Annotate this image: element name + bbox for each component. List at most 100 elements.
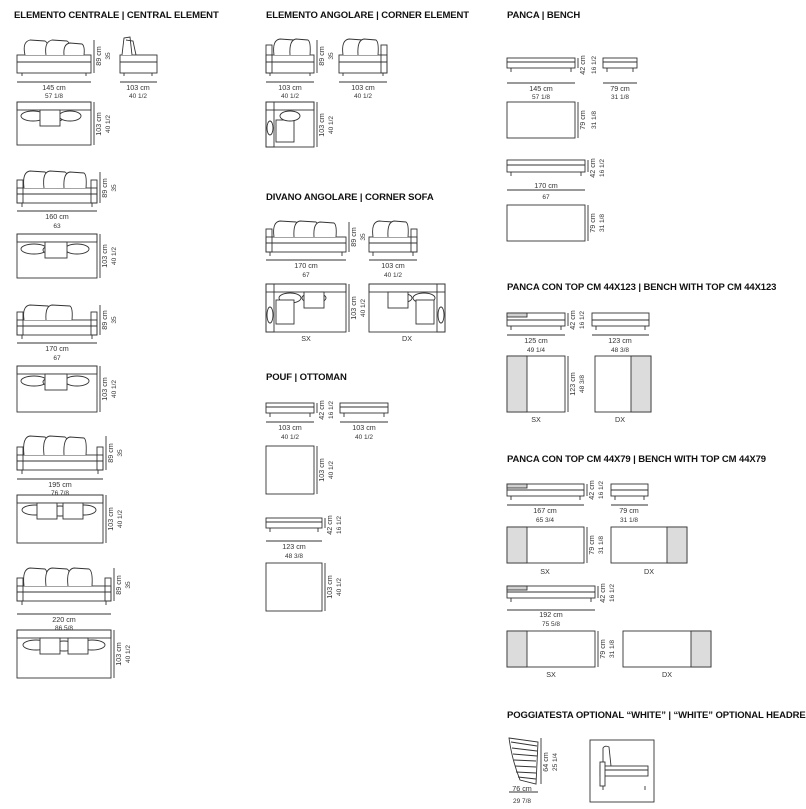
ottoman-103-plan [265,445,318,495]
dim-c4-depth-in: 40 1/2 [117,510,124,528]
dim-t3-depth-in: 31 1/8 [609,640,616,658]
dim-b2-depth-in: 31 1/8 [599,214,606,232]
dim-p2-height: 42 cm [325,515,334,535]
label-dx-t1: DX [615,415,625,424]
dim-c5-height: 89 cm [114,575,123,595]
bench192-plan-sx [506,630,599,668]
dim-t2-depth: 79 cm [587,535,596,555]
corner-element-front-left [265,38,318,83]
bench-title: PANCA | BENCH [507,10,581,21]
bench-79-side [602,57,638,84]
dim-p-width-b-in: 40 1/2 [355,434,373,441]
dim-c2-height: 89 cm [100,178,109,198]
dim-cs-height: 89 cm [349,227,358,247]
dim-p2-width-in: 48 3/8 [285,553,303,560]
corner-sofa-front-170 [265,220,350,261]
dim-b-depth: 79 cm [578,110,587,130]
dim-b2-width: 170 cm [534,181,558,190]
bench79-front-dx [610,483,649,506]
bench123-plan-sx [506,355,569,413]
bench123-front-sx [506,312,569,336]
ottoman-123-plan [265,562,326,612]
dim-p-depth: 103 cm [317,458,326,482]
dim-c4-height-in: 35 [117,449,124,457]
dimension-labels: 145 cm 57 1/8 103 cm 40 1/2 89 cm 35 103… [42,46,672,805]
bench79-plan-dx [610,526,688,564]
dim-c5-width: 220 cm [52,615,76,624]
dim-c1-side-width: 103 cm [126,83,150,92]
dim-b-side-width-in: 31 1/8 [611,94,629,101]
dim-t3-width: 192 cm [539,610,563,619]
dim-t1-height-in: 16 1/2 [579,311,586,329]
dim-ce-width-right: 103 cm [351,83,375,92]
central-170-front [16,304,101,344]
bench79-plan-sx [506,526,588,564]
dim-b-height-in: 16 1/2 [591,56,598,74]
dim-ce-width-left-in: 40 1/2 [281,93,299,100]
dim-b2-width-in: 67 [542,194,550,201]
dim-p-width-b: 103 cm [352,423,376,432]
dim-t3-height-in: 16 1/2 [609,584,616,602]
label-sx-t1: SX [531,415,541,424]
dim-t1-width-dx: 123 cm [608,336,632,345]
dim-p-width-a-in: 40 1/2 [281,434,299,441]
dim-c3-depth: 103 cm [100,377,109,401]
ottoman-123-front [265,517,326,542]
dim-c5-width-in: 86 5/8 [55,625,73,632]
central-145-plan [16,101,95,146]
dim-p2-height-in: 16 1/2 [336,516,343,534]
corner-element-plan [265,101,318,148]
headrest-side [508,737,542,793]
dim-t3-width-in: 75 5/8 [542,621,560,628]
dim-c3-width-in: 67 [53,355,61,362]
dim-ce-height-in: 35 [328,52,335,60]
label-dx-t3: DX [662,670,672,679]
bench-top-79-title: PANCA CON TOP CM 44X79 | BENCH WITH TOP … [507,454,766,465]
dim-t1-width-dx-in: 48 3/8 [611,347,629,354]
dim-p2-depth-in: 40 1/2 [336,578,343,596]
dim-cs-width: 170 cm [294,261,318,270]
dim-c1-depth: 103 cm [94,112,103,136]
headrest-title: POGGIATESTA OPTIONAL “WHITE” | “WHITE” O… [507,710,806,721]
dim-b-depth-in: 31 1/8 [591,111,598,129]
central-side [119,36,158,83]
dim-cs-width-right: 103 cm [381,261,405,270]
dim-c5-depth-in: 40 1/2 [125,645,132,663]
dim-c4-depth: 103 cm [106,507,115,531]
dim-t2-height-in: 16 1/2 [598,481,605,499]
dim-c1-width: 145 cm [42,83,66,92]
dim-ce-depth-in: 40 1/2 [328,116,335,134]
corner-sofa-front-103 [368,220,418,261]
dim-b-side-width: 79 cm [610,84,630,93]
corner-element-title: ELEMENTO ANGOLARE | CORNER ELEMENT [266,10,469,21]
dim-t2-width-sx-in: 65 3/4 [536,517,554,524]
label-sx-corner: SX [301,334,311,343]
label-sx-t2: SX [540,567,550,576]
dim-b-width-in: 57 1/8 [532,94,550,101]
dim-b-width: 145 cm [529,84,553,93]
dim-t2-depth-in: 31 1/8 [598,536,605,554]
bench123-front-dx [591,312,650,336]
dim-c4-height: 89 cm [106,443,115,463]
dim-c1-height: 89 cm [94,46,103,66]
dim-hr-height: 64 cm [541,752,550,772]
dim-c2-depth-in: 40 1/2 [111,247,118,265]
dim-t3-depth: 79 cm [598,639,607,659]
dim-c5-height-in: 35 [125,581,132,589]
label-dx-t2: DX [644,567,654,576]
dim-t1-depth-in: 48 3/8 [579,375,586,393]
dim-t1-depth: 123 cm [568,372,577,396]
dim-t2-width-dx: 79 cm [619,506,639,515]
dim-t2-width-sx: 167 cm [533,506,557,515]
dim-ce-width-right-in: 40 1/2 [354,93,372,100]
bench123-plan-dx [594,355,652,413]
dim-t2-height: 42 cm [587,480,596,500]
ottoman-103-front-a [265,402,318,423]
dim-p-height: 42 cm [317,400,326,420]
central-220-front [16,567,115,615]
bench-170-plan [506,204,589,242]
dim-c1-depth-in: 40 1/2 [105,115,112,133]
dim-c3-width: 170 cm [45,344,69,353]
dim-cs-width-in: 67 [302,272,310,279]
dim-b2-depth: 79 cm [588,213,597,233]
